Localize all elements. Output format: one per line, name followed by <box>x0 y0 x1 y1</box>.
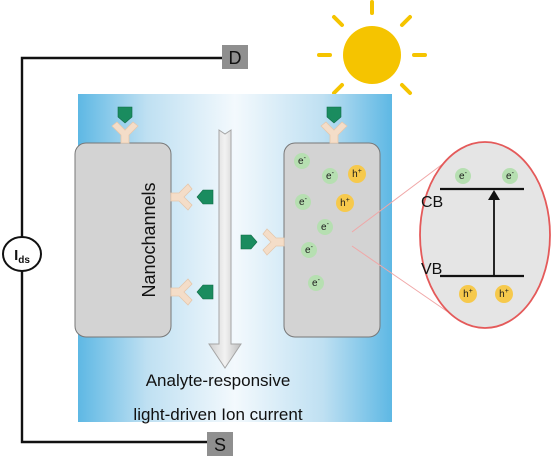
svg-text:h+: h+ <box>352 168 362 180</box>
svg-text:e-: e- <box>312 277 321 289</box>
electron-4: e- <box>317 219 333 235</box>
band-hole-2: h+ <box>495 285 513 303</box>
vb-label: VB <box>421 261 442 278</box>
cb-label: CB <box>421 194 443 211</box>
flow-arrow-icon <box>208 129 242 369</box>
current-meter: Ids <box>2 236 42 272</box>
svg-text:h+: h+ <box>340 197 350 209</box>
svg-text:e-: e- <box>299 196 308 208</box>
source-terminal: S <box>207 432 233 456</box>
svg-text:e-: e- <box>459 170 468 182</box>
svg-text:e-: e- <box>321 221 330 233</box>
current-label: Ids <box>14 247 30 266</box>
sun-icon <box>317 0 427 110</box>
svg-text:e-: e- <box>305 244 314 256</box>
band-electron-1: e- <box>455 168 471 184</box>
svg-text:e-: e- <box>298 155 307 167</box>
hole-1: h+ <box>348 165 366 183</box>
electron-2: e- <box>322 168 338 184</box>
electron-1: e- <box>294 153 310 169</box>
electron-6: e- <box>308 275 324 291</box>
carriers: e- e- h+ e- h+ e- e- e- <box>294 153 366 291</box>
band-electron-2: e- <box>502 168 518 184</box>
svg-text:h+: h+ <box>499 288 509 300</box>
excitation-arrow <box>488 190 500 276</box>
svg-text:e-: e- <box>326 170 335 182</box>
drain-terminal: D <box>222 45 248 69</box>
electron-3: e- <box>295 194 311 210</box>
source-label: S <box>214 435 226 455</box>
band-hole-1: h+ <box>459 285 477 303</box>
drain-label: D <box>229 48 242 68</box>
svg-text:h+: h+ <box>463 288 473 300</box>
band-diagram: CB VB e- e- h+ h+ <box>419 141 551 329</box>
svg-text:e-: e- <box>506 170 515 182</box>
hole-2: h+ <box>336 194 354 212</box>
zoom-connector <box>351 159 449 313</box>
caption-line-1: Analyte-responsive <box>146 371 291 390</box>
nanochannels-label: Nanochannels <box>139 182 159 297</box>
electron-5: e- <box>301 242 317 258</box>
caption-line-2: light-driven Ion current <box>133 405 302 424</box>
